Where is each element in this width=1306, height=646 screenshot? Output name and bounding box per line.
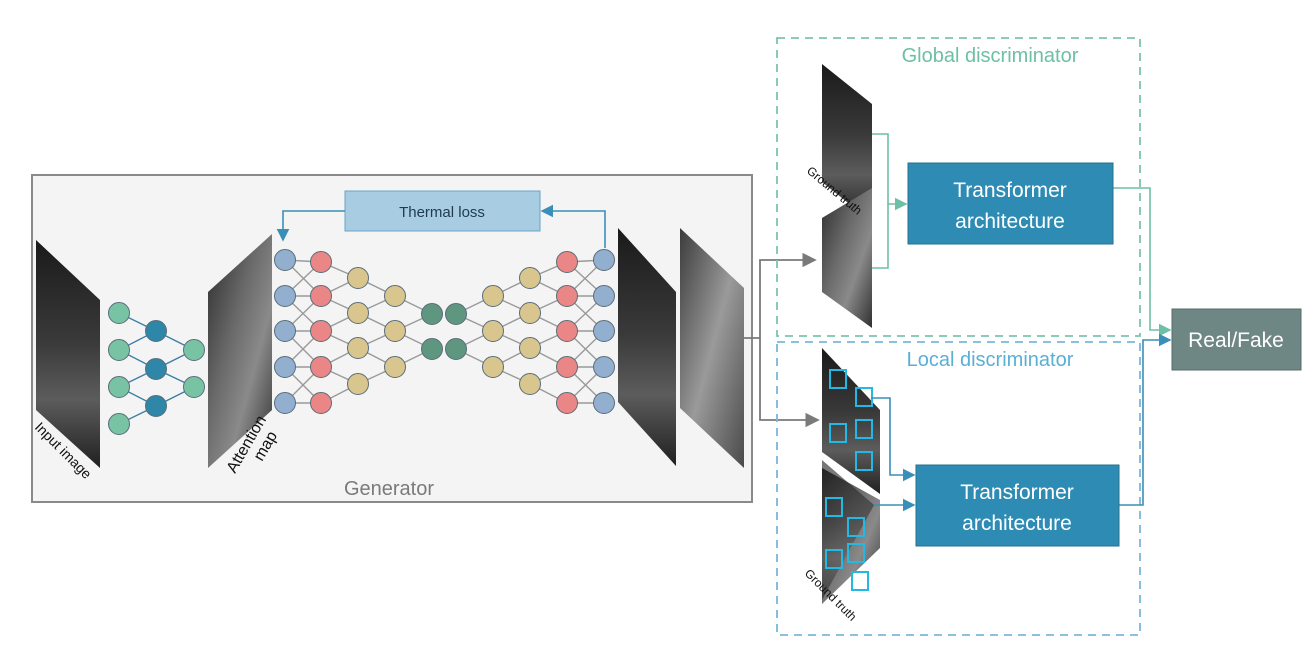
network-node <box>556 285 578 307</box>
network-node <box>183 339 205 361</box>
network-node <box>347 337 369 359</box>
network-node <box>593 392 615 414</box>
network-node <box>108 339 130 361</box>
network-node <box>556 392 578 414</box>
network-node <box>482 285 504 307</box>
network-node <box>556 320 578 342</box>
global-transformer-block <box>907 162 1114 245</box>
patch-box <box>847 543 865 563</box>
patch-box <box>829 369 847 389</box>
network-node <box>310 251 332 273</box>
local-patches <box>825 369 873 591</box>
thermal-loss-arrow-right <box>540 204 606 248</box>
network-node <box>347 267 369 289</box>
network-node <box>519 267 541 289</box>
patch-box <box>829 423 847 443</box>
global-connectors <box>872 133 1172 337</box>
network-node <box>421 338 443 360</box>
network-node <box>421 303 443 325</box>
thermal-loss-box <box>344 190 541 232</box>
network-node <box>145 320 167 342</box>
thermal-loss-group: Thermal loss <box>276 190 606 248</box>
network-node <box>310 356 332 378</box>
thermal-loss-label: Thermal loss <box>399 204 485 221</box>
network-node <box>274 356 296 378</box>
local-generated-image <box>822 348 880 494</box>
real-fake-output-box <box>1171 308 1302 371</box>
thermal-loss-arrow-left <box>276 210 345 242</box>
network-node <box>145 395 167 417</box>
global-discriminator-box <box>776 37 1141 337</box>
network-node <box>384 356 406 378</box>
local-transformer-block <box>915 464 1120 547</box>
patch-box <box>825 497 843 517</box>
local-discriminator-box <box>776 341 1141 636</box>
real-fake-label: Real/Fake <box>1188 329 1284 352</box>
global-generated-image <box>822 188 872 328</box>
network-node <box>556 356 578 378</box>
patch-box <box>855 419 873 439</box>
input-image <box>36 240 100 468</box>
network-node <box>274 392 296 414</box>
network-node <box>310 285 332 307</box>
network-node <box>347 302 369 324</box>
network-node <box>274 285 296 307</box>
patch-box <box>847 517 865 537</box>
network-nodes <box>108 249 615 435</box>
patch-box <box>851 571 869 591</box>
network-node <box>384 320 406 342</box>
network-node <box>445 338 467 360</box>
network-node <box>384 285 406 307</box>
network-node <box>593 320 615 342</box>
network-node <box>593 285 615 307</box>
generated-image-2 <box>680 228 744 468</box>
network-node <box>108 376 130 398</box>
network-node <box>145 358 167 380</box>
network-node <box>519 302 541 324</box>
network-node <box>482 356 504 378</box>
patch-box <box>855 451 873 471</box>
patch-box <box>825 549 843 569</box>
network-node <box>482 320 504 342</box>
network-node <box>347 373 369 395</box>
network-node <box>519 337 541 359</box>
network-node <box>519 373 541 395</box>
network-node <box>556 251 578 273</box>
generator-to-discriminator-arrows <box>744 252 820 428</box>
network-node <box>310 392 332 414</box>
global-transformer-line2: architecture <box>955 210 1065 233</box>
local-transformer-line1: Transformer <box>960 481 1074 504</box>
network-node <box>593 249 615 271</box>
network-node <box>108 413 130 435</box>
global-ground-truth-image <box>822 64 872 222</box>
network-node <box>310 320 332 342</box>
network-node <box>593 356 615 378</box>
patch-box <box>855 387 873 407</box>
network-node <box>445 303 467 325</box>
local-discriminator-title: Local discriminator <box>907 349 1074 371</box>
global-discriminator-title: Global discriminator <box>902 45 1079 67</box>
local-connectors <box>871 333 1172 512</box>
network-node <box>274 320 296 342</box>
network-node <box>183 376 205 398</box>
attention-map <box>208 234 272 468</box>
local-transformer-line2: architecture <box>962 512 1072 535</box>
generator-label: Generator <box>344 478 434 500</box>
global-transformer-line1: Transformer <box>953 179 1067 202</box>
generated-image-1 <box>618 228 676 466</box>
network-node <box>108 302 130 324</box>
network-node <box>274 249 296 271</box>
